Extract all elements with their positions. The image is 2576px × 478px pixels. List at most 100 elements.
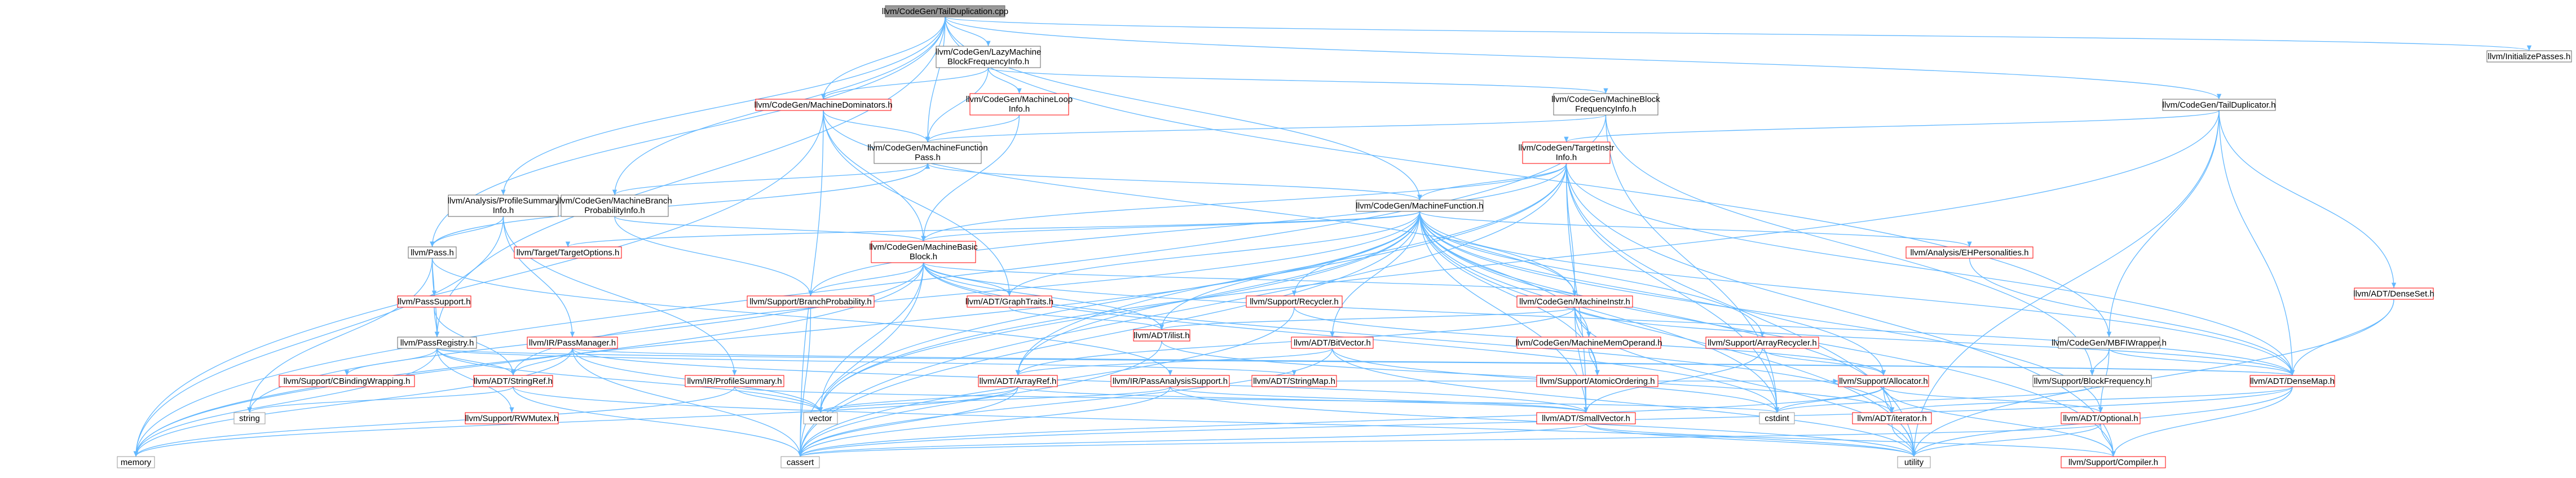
node-string[interactable]: string: [233, 412, 266, 424]
node-machine-instr[interactable]: llvm/CodeGen/MachineInstr.h: [1516, 295, 1633, 308]
edge-pass-to-pasupport: [431, 258, 1173, 376]
node-target-options[interactable]: llvm/Target/TargetOptions.h: [514, 246, 622, 259]
edge-taildup-to-utility: [1911, 110, 2220, 457]
node-box: [527, 337, 618, 349]
node-bit-vector[interactable]: llvm/ADT/BitVector.h: [1291, 337, 1374, 349]
edge-mbb-to-iterator: [923, 262, 1895, 413]
node-pass-registry[interactable]: llvm/PassRegistry.h: [397, 337, 477, 349]
node-machine-dominators[interactable]: llvm/CodeGen/MachineDominators.h: [754, 99, 893, 111]
node-label-line: llvm/CodeGen/MachineLoop: [966, 95, 1073, 104]
node-mbfi-wrapper[interactable]: llvm/CodeGen/MBFIWrapper.h: [2052, 337, 2167, 349]
node-pass[interactable]: llvm/Pass.h: [408, 246, 457, 259]
node-branch-probability[interactable]: llvm/Support/BranchProbability.h: [747, 295, 875, 308]
edge-densemap-to-compiler: [2111, 386, 2293, 457]
node-box: [473, 375, 553, 387]
node-iterator[interactable]: llvm/ADT/iterator.h: [1852, 412, 1932, 424]
edge-mf-to-cstdint: [1419, 211, 1780, 413]
node-string-map[interactable]: llvm/ADT/StringMap.h: [1251, 375, 1337, 387]
node-rw-mutex[interactable]: llvm/Support/RWMutex.h: [465, 412, 559, 424]
node-array-recycler[interactable]: llvm/Support/ArrayRecycler.h: [1705, 337, 1819, 349]
node-label-line: llvm/CodeGen/LazyMachine: [936, 47, 1042, 57]
edge-tii-to-mf: [1417, 163, 1567, 201]
edge-arrayref-to-smallvector: [1017, 386, 1589, 413]
node-dense-set[interactable]: llvm/ADT/DenseSet.h: [2353, 287, 2434, 300]
node-utility[interactable]: utility: [1897, 456, 1931, 468]
node-machine-function[interactable]: llvm/CodeGen/MachineFunction.h: [1356, 200, 1484, 212]
edge-root-to-psi: [501, 16, 946, 196]
node-optional[interactable]: llvm/ADT/Optional.h: [2061, 412, 2141, 424]
edge-mbfi-to-cstdint: [1605, 114, 1780, 413]
node-tail-duplicator[interactable]: llvm/CodeGen/TailDuplicator.h: [2162, 99, 2276, 111]
node-label: llvm/CodeGen/MachineInstr.h: [1519, 297, 1630, 307]
node-box: [1536, 412, 1636, 424]
node-small-vector[interactable]: llvm/ADT/SmallVector.h: [1536, 412, 1636, 424]
node-pass-analysis-support[interactable]: llvm/IR/PassAnalysisSupport.h: [1110, 375, 1230, 387]
node-box: [1536, 375, 1658, 387]
edge-passmanager-to-memory: [133, 348, 573, 457]
node-box: [969, 93, 1069, 116]
edge-psi-to-memory: [133, 216, 504, 457]
edge-mf-to-allocator: [1419, 211, 1886, 376]
node-pass-manager[interactable]: llvm/IR/PassManager.h: [527, 337, 618, 349]
edge-tii-to-compiler: [1565, 163, 2116, 457]
edge-root-to-taildup: [945, 16, 2221, 100]
node-vector[interactable]: vector: [803, 412, 838, 424]
node-label: llvm/Support/Allocator.h: [1839, 377, 1928, 386]
edge-mbfi-to-blockfreq: [1605, 114, 2095, 376]
edge-bitvector-to-utility: [1331, 348, 1917, 457]
edge-stringref-to-utility: [513, 386, 1916, 457]
node-label: llvm/IR/ProfileSummary.h: [687, 377, 782, 386]
node-label: llvm/IR/PassAnalysisSupport.h: [1113, 377, 1228, 386]
node-memory[interactable]: memory: [117, 456, 155, 468]
node-box: [685, 375, 784, 387]
node-root[interactable]: llvm/CodeGen/TailDuplication.cpp: [882, 5, 1008, 17]
edge-blockfreq-to-cstdint: [1775, 386, 2093, 413]
node-label: llvm/ADT/iterator.h: [1857, 414, 1926, 423]
node-machine-branch-probability-info[interactable]: llvm/CodeGen/MachineBranchProbabilityInf…: [557, 194, 672, 217]
node-compiler[interactable]: llvm/Support/Compiler.h: [2061, 456, 2166, 468]
edge-taildup-to-vector: [818, 110, 2220, 413]
node-recycler[interactable]: llvm/Support/Recycler.h: [1246, 295, 1343, 308]
edge-allocator-to-compiler: [1883, 386, 2116, 457]
edge-mf-to-tgtopts: [566, 211, 1421, 247]
node-ilist[interactable]: llvm/ADT/ilist.h: [1133, 329, 1190, 342]
node-label: llvm/CodeGen/MBFIWrapper.h: [2052, 338, 2167, 348]
node-string-ref[interactable]: llvm/ADT/StringRef.h: [473, 375, 553, 387]
node-initialize-passes[interactable]: llvm/InitializePasses.h: [2486, 50, 2572, 63]
node-pass-support[interactable]: llvm/PassSupport.h: [397, 295, 471, 308]
node-label-line: Info.h: [1009, 104, 1030, 114]
node-lazy-machine-block-frequency-info[interactable]: llvm/CodeGen/LazyMachineBlockFrequencyIn…: [936, 46, 1042, 68]
node-box: [885, 5, 1005, 17]
node-cassert[interactable]: cassert: [780, 456, 820, 468]
edge-densenset-to-utility: [1911, 299, 2394, 457]
node-label: llvm/Analysis/EHPersonalities.h: [1910, 248, 2028, 258]
node-box: [1516, 337, 1661, 349]
node-atomic-ordering[interactable]: llvm/Support/AtomicOrdering.h: [1536, 375, 1658, 387]
edge-profsummary-to-memory: [134, 386, 735, 457]
edge-lazymbfi-to-mdom: [821, 67, 989, 100]
edge-mi-to-utility: [1574, 307, 1917, 457]
node-eh-personalities[interactable]: llvm/Analysis/EHPersonalities.h: [1905, 246, 2034, 259]
node-label-line: Pass.h: [915, 153, 941, 162]
node-box: [397, 337, 477, 349]
node-profile-summary[interactable]: llvm/IR/ProfileSummary.h: [685, 375, 784, 387]
node-cbinding-wrapping[interactable]: llvm/Support/CBindingWrapping.h: [279, 375, 415, 387]
node-machine-mem-operand[interactable]: llvm/CodeGen/MachineMemOperand.h: [1515, 337, 1662, 349]
node-array-ref[interactable]: llvm/ADT/ArrayRef.h: [978, 375, 1058, 387]
node-allocator[interactable]: llvm/Support/Allocator.h: [1838, 375, 1929, 387]
edge-mbpi-to-mbb: [614, 216, 926, 242]
node-label-line: llvm/CodeGen/MachineBranch: [557, 196, 672, 206]
node-block-frequency[interactable]: llvm/Support/BlockFrequency.h: [2032, 375, 2152, 387]
node-box: [2061, 456, 2166, 468]
node-cstdint[interactable]: cstdint: [1759, 412, 1795, 424]
node-graph-traits[interactable]: llvm/ADT/GraphTraits.h: [965, 295, 1053, 308]
node-label: vector: [809, 414, 832, 423]
node-label: llvm/Target/TargetOptions.h: [517, 248, 620, 258]
node-dense-map[interactable]: llvm/ADT/DenseMap.h: [2249, 375, 2335, 387]
